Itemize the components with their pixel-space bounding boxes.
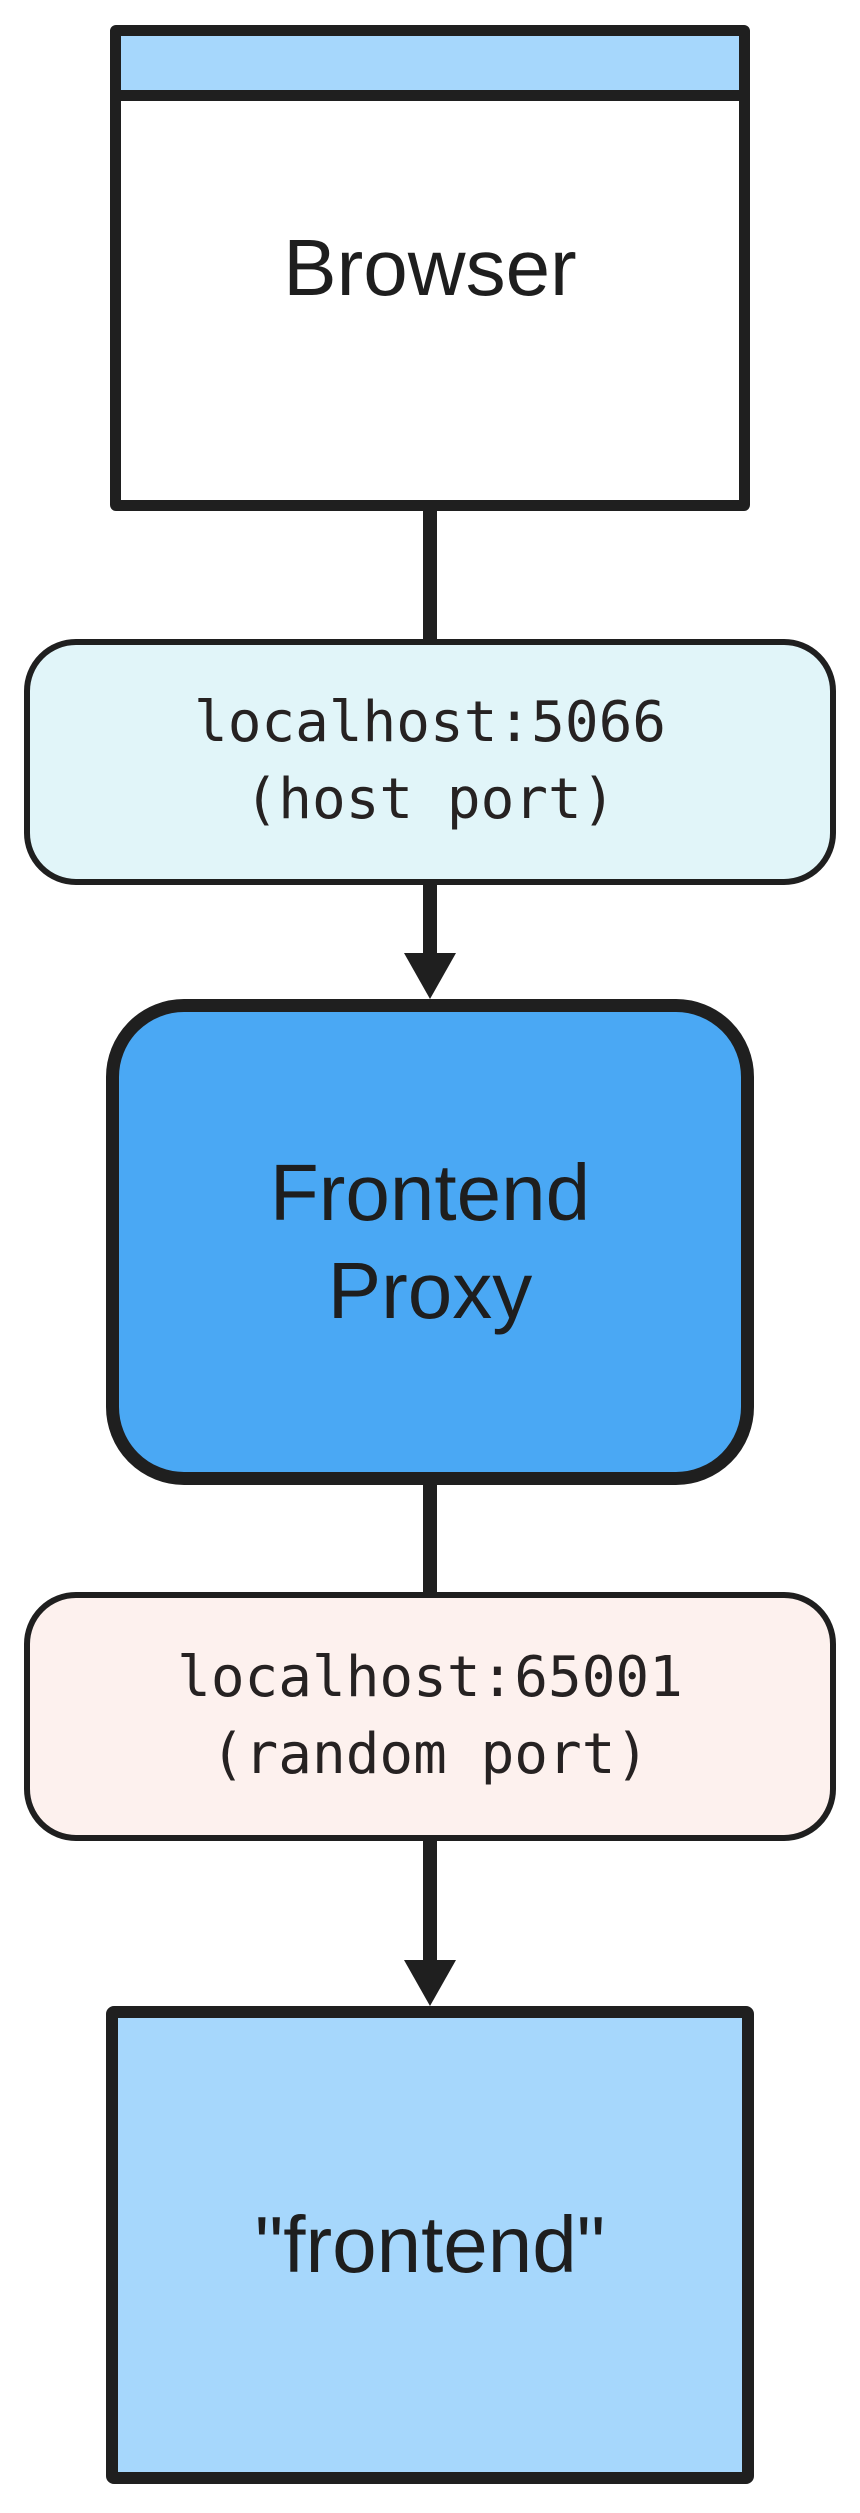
frontend-proxy-node-label: Frontend Proxy bbox=[270, 1144, 590, 1339]
edge-hostport-to-proxy bbox=[404, 885, 456, 999]
frontend-node-label: "frontend" bbox=[254, 2200, 606, 2289]
edge-line bbox=[423, 1485, 437, 1592]
random-port-label-line2: (random port) bbox=[210, 1721, 650, 1787]
edge-line bbox=[423, 1841, 437, 1960]
edge-line bbox=[423, 511, 437, 639]
frontend-proxy-label-line2: Proxy bbox=[327, 1246, 533, 1335]
browser-titlebar bbox=[121, 36, 739, 101]
arrow-down-icon bbox=[404, 1960, 456, 2006]
browser-node-label: Browser bbox=[283, 223, 577, 312]
host-port-label-line2: (host port) bbox=[244, 767, 616, 832]
edge-proxy-to-randomport bbox=[423, 1485, 437, 1592]
edge-randomport-to-frontend bbox=[404, 1841, 456, 2006]
frontend-proxy-node: Frontend Proxy bbox=[106, 999, 754, 1485]
edge-browser-to-hostport bbox=[423, 511, 437, 639]
edge-line bbox=[423, 885, 437, 953]
random-port-label-line1: localhost:65001 bbox=[177, 1644, 683, 1710]
browser-node: Browser bbox=[110, 25, 750, 511]
frontend-node: "frontend" bbox=[106, 2006, 754, 2484]
host-port-label-line1: localhost:5066 bbox=[193, 690, 666, 756]
frontend-proxy-label-line1: Frontend bbox=[269, 1148, 591, 1238]
random-port-label: localhost:65001 (random port) bbox=[24, 1592, 836, 1841]
host-port-label: localhost:5066 (host port) bbox=[24, 639, 836, 885]
arrow-down-icon bbox=[404, 953, 456, 999]
